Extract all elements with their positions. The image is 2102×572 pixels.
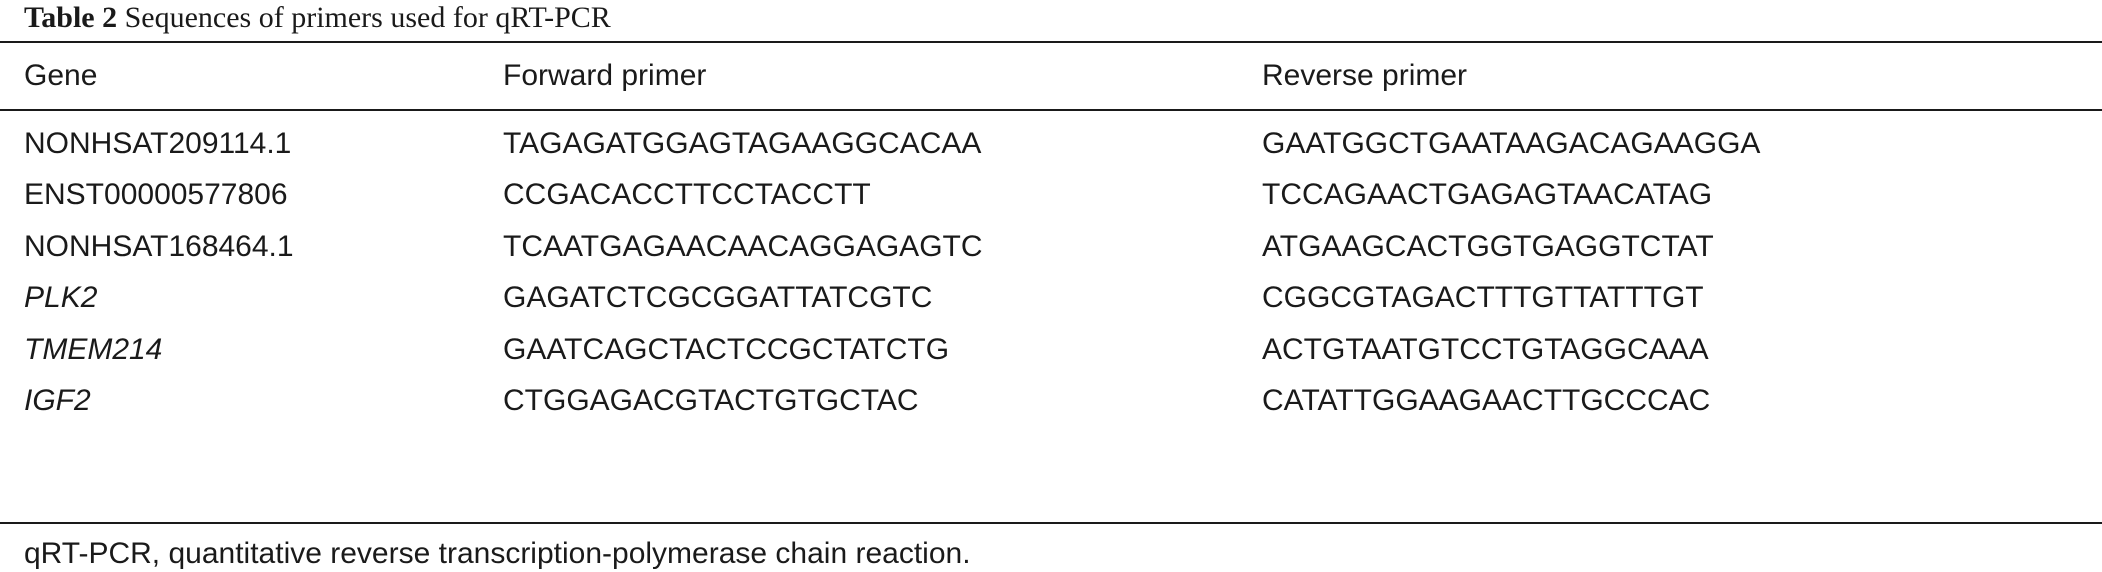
cell-reverse-primer: CATATTGGAAGAACTTGCCCAC	[1262, 384, 1711, 417]
cell-reverse-primer: TCCAGAACTGAGAGTAACATAG	[1262, 178, 1713, 211]
table-label: Table 2	[24, 1, 118, 34]
cell-forward-primer: TCAATGAGAACAACAGGAGAGTC	[503, 230, 983, 263]
cell-gene: NONHSAT209114.1	[24, 127, 292, 160]
top-rule	[0, 41, 2102, 43]
bottom-rule	[0, 522, 2102, 524]
cell-gene: NONHSAT168464.1	[24, 230, 294, 263]
header-rule	[0, 109, 2102, 111]
cell-forward-primer: CCGACACCTTCCTACCTT	[503, 178, 871, 211]
cell-forward-primer: GAGATCTCGCGGATTATCGTC	[503, 281, 933, 314]
cell-gene: TMEM214	[24, 333, 163, 366]
header-forward-primer: Forward primer	[503, 59, 707, 92]
cell-reverse-primer: ACTGTAATGTCCTGTAGGCAAA	[1262, 333, 1709, 366]
cell-gene: PLK2	[24, 281, 98, 314]
table-footnote: qRT-PCR, quantitative reverse transcript…	[24, 537, 971, 570]
header-gene: Gene	[24, 59, 98, 92]
cell-forward-primer: TAGAGATGGAGTAGAAGGCACAA	[503, 127, 982, 160]
cell-reverse-primer: GAATGGCTGAATAAGACAGAAGGA	[1262, 127, 1761, 160]
table-title: Sequences of primers used for qRT-PCR	[124, 1, 611, 34]
cell-gene: IGF2	[24, 384, 91, 417]
table-caption: Table 2 Sequences of primers used for qR…	[24, 0, 611, 36]
cell-forward-primer: CTGGAGACGTACTGTGCTAC	[503, 384, 919, 417]
cell-gene: ENST00000577806	[24, 178, 288, 211]
cell-reverse-primer: CGGCGTAGACTTTGTTATTTGT	[1262, 281, 1704, 314]
cell-forward-primer: GAATCAGCTACTCCGCTATCTG	[503, 333, 950, 366]
cell-reverse-primer: ATGAAGCACTGGTGAGGTCTAT	[1262, 230, 1714, 263]
header-reverse-primer: Reverse primer	[1262, 59, 1468, 92]
